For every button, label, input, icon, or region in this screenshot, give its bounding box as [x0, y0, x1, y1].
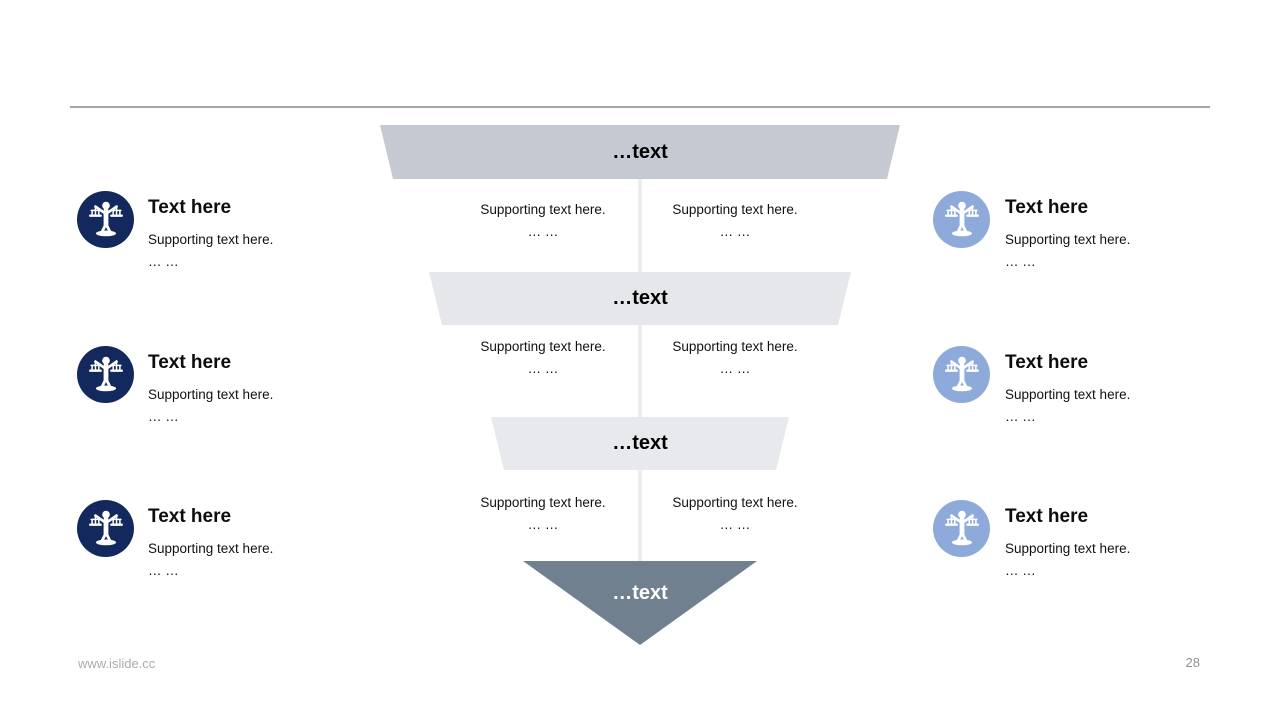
item-subtext: Supporting text here.: [148, 541, 274, 556]
item-title: Text here: [1005, 352, 1089, 373]
list-item-right-3: Text here Supporting text here. … …: [933, 500, 1130, 582]
item-title: Text here: [1005, 506, 1089, 527]
footer-website: www.islide.cc: [78, 656, 156, 671]
funnel-supporting-text-row1-right: Supporting text here. … …: [635, 199, 835, 243]
item-subtext-dots: … …: [148, 254, 179, 269]
supporting-text-line: Supporting text here.: [672, 339, 798, 354]
list-item-left-2: Text here Supporting text here. … …: [77, 346, 273, 428]
funnel-level-3-label: …text: [612, 432, 668, 454]
item-title: Text here: [148, 197, 232, 218]
supporting-text-dots: … …: [527, 224, 559, 239]
item-title: Text here: [148, 352, 232, 373]
supporting-text-line: Supporting text here.: [480, 202, 606, 217]
supporting-text-line: Supporting text here.: [480, 495, 606, 510]
list-item-left-1: Text here Supporting text here. … …: [77, 191, 273, 273]
list-item-text: Text here Supporting text here. … …: [1005, 196, 1130, 273]
list-item-text: Text here Supporting text here. … …: [1005, 351, 1130, 428]
item-subtext: Supporting text here.: [1005, 387, 1131, 402]
justice-balance-person-icon: [77, 500, 134, 557]
list-item-left-3: Text here Supporting text here. … …: [77, 500, 273, 582]
supporting-text-dots: … …: [719, 361, 751, 376]
top-divider-line: [70, 106, 1210, 108]
justice-balance-person-icon: [933, 500, 990, 557]
funnel-center-line: [638, 179, 642, 561]
supporting-text-dots: … …: [527, 517, 559, 532]
item-subtext-dots: … …: [1005, 409, 1036, 424]
list-item-text: Text here Supporting text here. … …: [148, 505, 273, 582]
funnel-supporting-text-row3-right: Supporting text here. … …: [635, 492, 835, 536]
supporting-text-line: Supporting text here.: [672, 202, 798, 217]
funnel-level-1-label: …text: [612, 140, 668, 163]
funnel-tip-label: …text: [612, 582, 668, 604]
item-subtext: Supporting text here.: [1005, 232, 1131, 247]
item-title: Text here: [1005, 197, 1089, 218]
item-subtext-dots: … …: [1005, 254, 1036, 269]
justice-balance-person-icon: [933, 191, 990, 248]
justice-balance-person-icon: [77, 191, 134, 248]
supporting-text-dots: … …: [719, 224, 751, 239]
item-subtext-dots: … …: [148, 409, 179, 424]
item-title: Text here: [148, 506, 232, 527]
funnel-supporting-text-row2-right: Supporting text here. … …: [635, 336, 835, 380]
funnel-supporting-text-row1-left: Supporting text here. … …: [443, 199, 643, 243]
funnel-supporting-text-row3-left: Supporting text here. … …: [443, 492, 643, 536]
funnel-level-2-label: …text: [612, 287, 668, 309]
supporting-text-line: Supporting text here.: [480, 339, 606, 354]
item-subtext-dots: … …: [1005, 563, 1036, 578]
supporting-text-line: Supporting text here.: [672, 495, 798, 510]
page-number: 28: [1185, 655, 1200, 670]
list-item-right-1: Text here Supporting text here. … …: [933, 191, 1130, 273]
list-item-text: Text here Supporting text here. … …: [148, 196, 273, 273]
item-subtext: Supporting text here.: [148, 387, 274, 402]
list-item-text: Text here Supporting text here. … …: [148, 351, 273, 428]
list-item-right-2: Text here Supporting text here. … …: [933, 346, 1130, 428]
funnel-level-3: …text: [491, 417, 789, 470]
item-subtext: Supporting text here.: [148, 232, 274, 247]
funnel-level-1: …text: [380, 125, 900, 179]
item-subtext-dots: … …: [148, 563, 179, 578]
justice-balance-person-icon: [933, 346, 990, 403]
supporting-text-dots: … …: [719, 517, 751, 532]
funnel-supporting-text-row2-left: Supporting text here. … …: [443, 336, 643, 380]
item-subtext: Supporting text here.: [1005, 541, 1131, 556]
justice-balance-person-icon: [77, 346, 134, 403]
supporting-text-dots: … …: [527, 361, 559, 376]
funnel-level-2: …text: [429, 272, 851, 325]
funnel-tip-triangle: …text: [523, 561, 757, 645]
list-item-text: Text here Supporting text here. … …: [1005, 505, 1130, 582]
